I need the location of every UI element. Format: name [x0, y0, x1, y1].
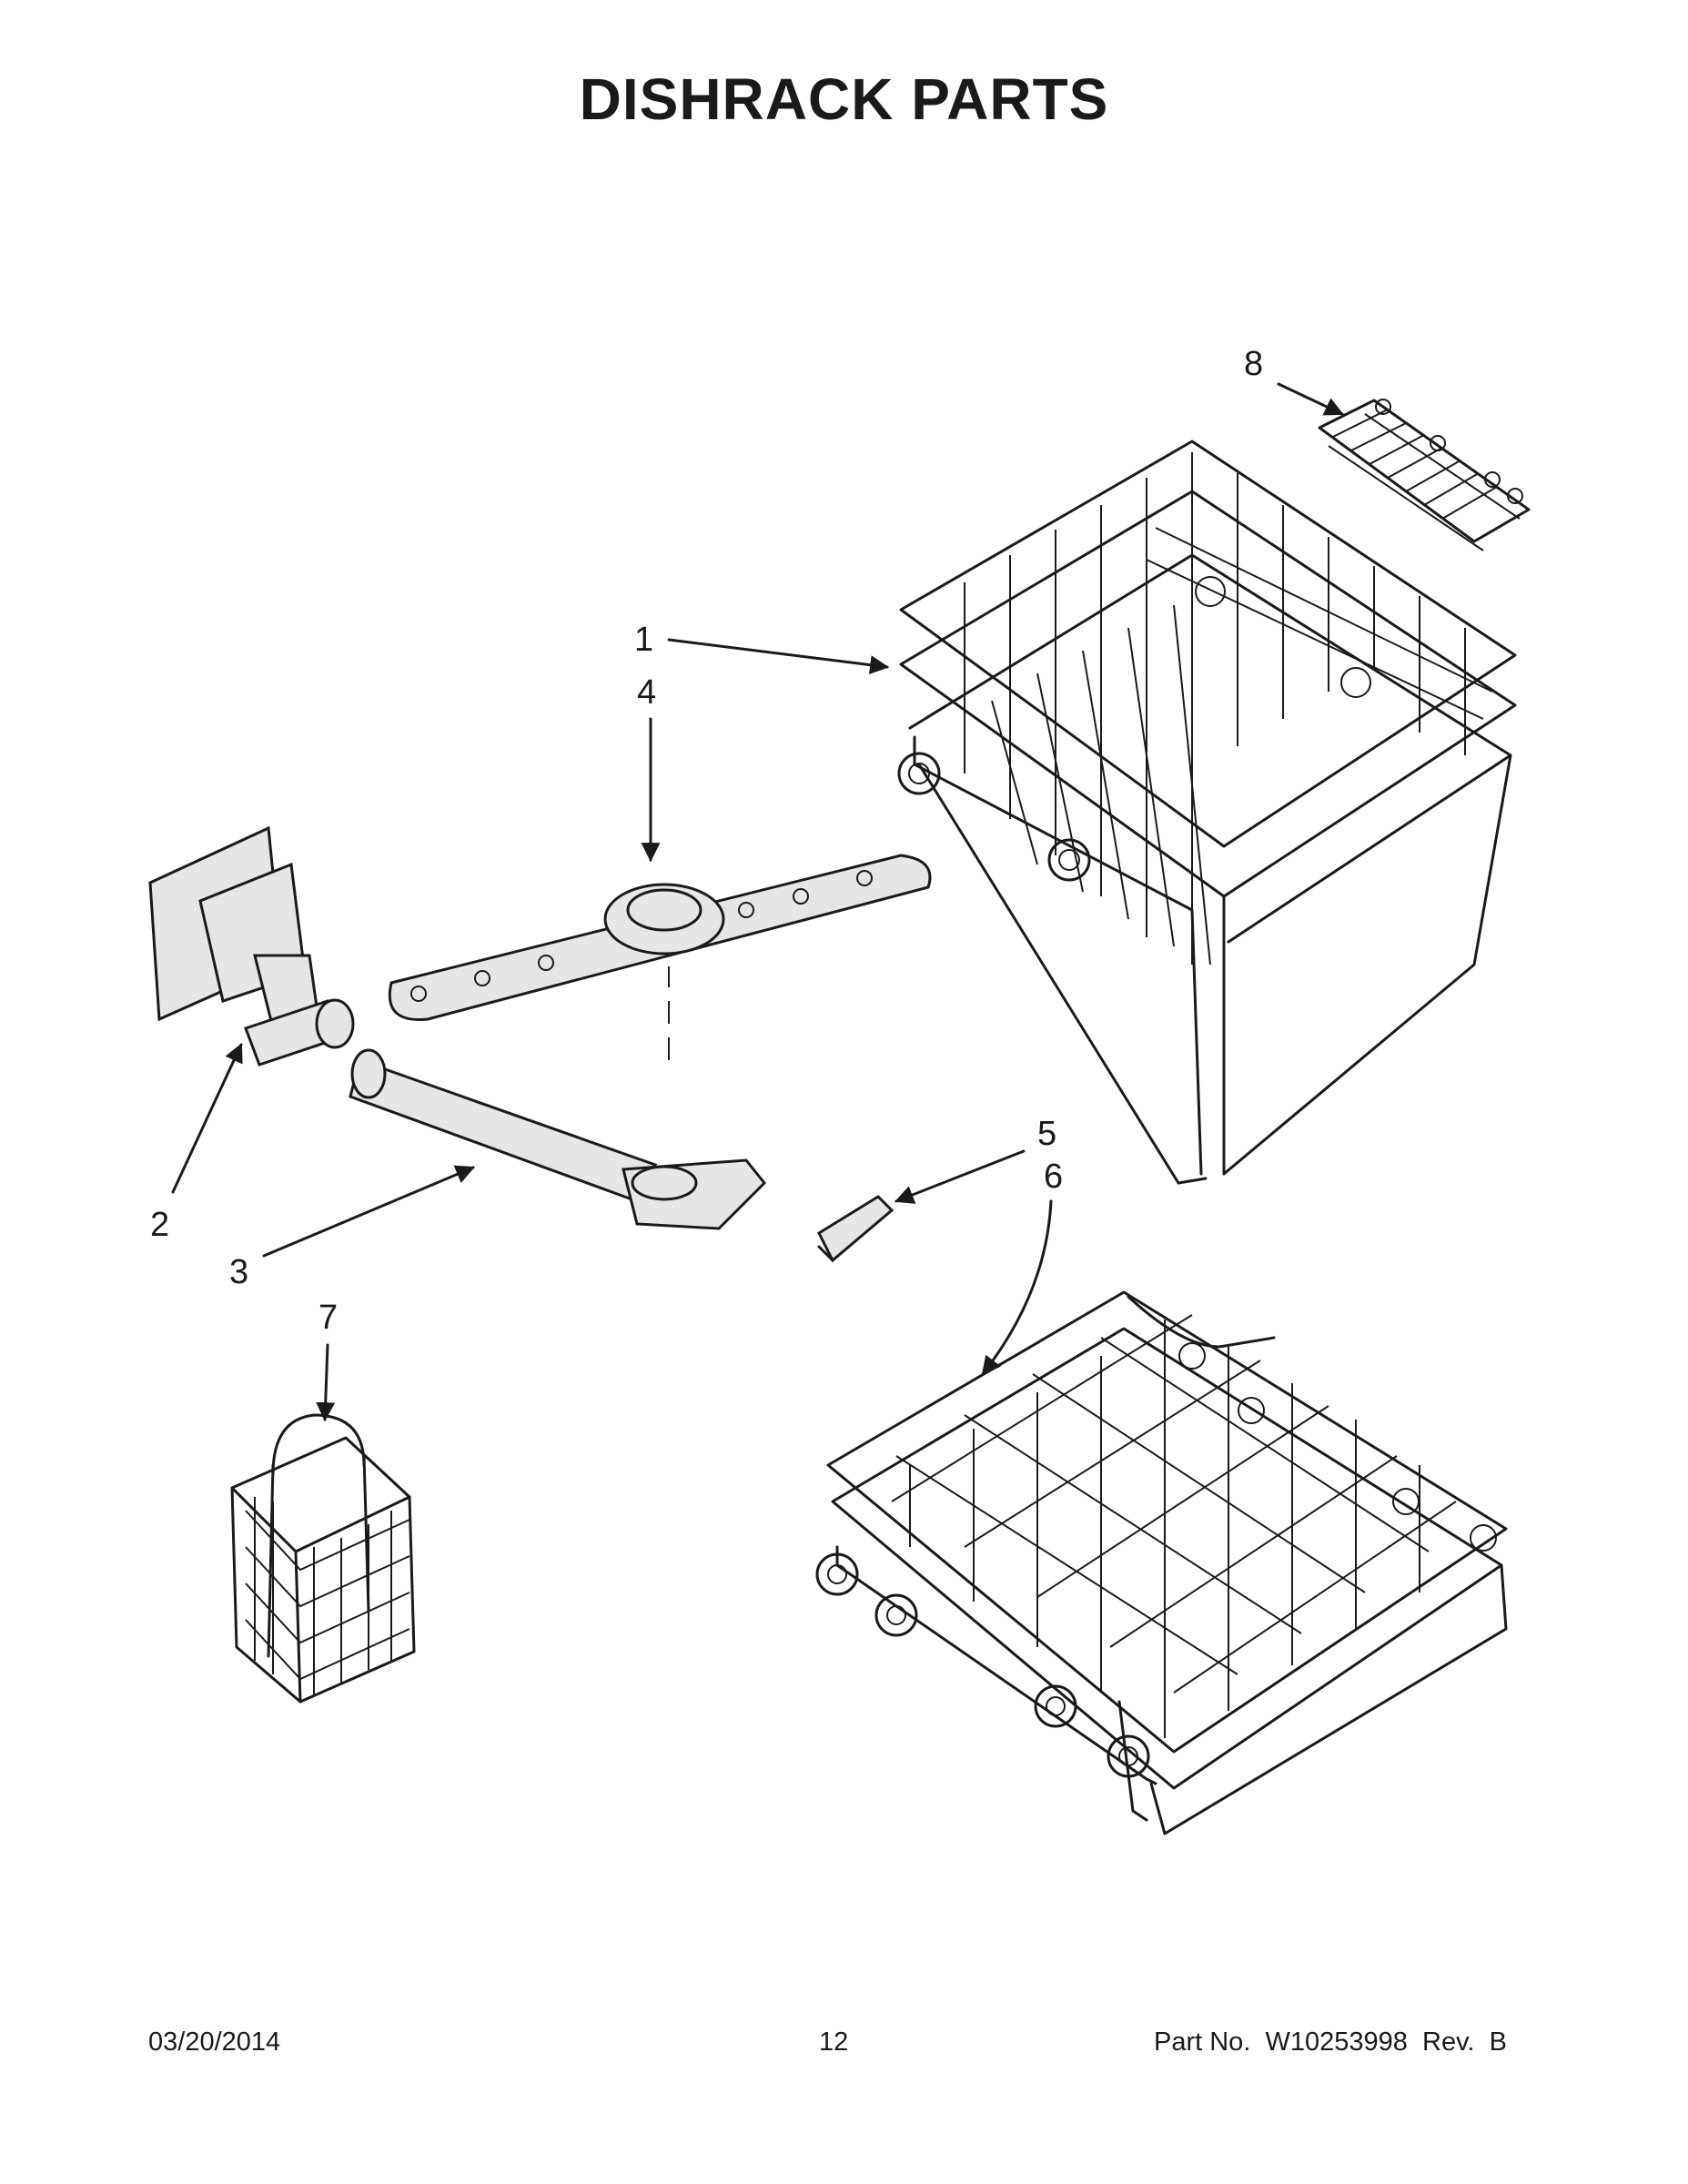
upper-dishrack-part	[897, 440, 1517, 1185]
water-supply-tube-part	[349, 1048, 767, 1230]
silverware-basket-part	[230, 1413, 416, 1704]
footer-date: 03/20/2014	[148, 2027, 281, 2057]
callout-5: 5	[1037, 1115, 1056, 1153]
leader-line-2	[171, 1043, 243, 1194]
footer-page-number: 12	[819, 2027, 849, 2057]
leader-line-8	[1277, 382, 1344, 416]
rack-bumper-part	[817, 1195, 895, 1263]
callout-3: 3	[229, 1253, 248, 1291]
page-title: DISHRACK PARTS	[579, 66, 1109, 132]
leader-line-6	[981, 1199, 1053, 1376]
callout-6: 6	[1044, 1158, 1063, 1196]
cup-shelf-part	[1318, 399, 1531, 551]
leader-line-1	[667, 638, 890, 675]
upper-spray-arm-part	[388, 854, 932, 1060]
callout-leaders	[171, 382, 1344, 1422]
leader-line-3	[262, 1165, 475, 1258]
lower-dishrack-part	[815, 1290, 1508, 1835]
callout-7: 7	[318, 1299, 338, 1337]
callout-2: 2	[150, 1206, 169, 1244]
footer-part-number: Part No. W10253998 Rev. B	[1154, 2027, 1507, 2057]
callout-8: 8	[1244, 345, 1263, 383]
callout-1: 1	[634, 621, 653, 659]
leader-line-5	[895, 1149, 1026, 1204]
water-inlet-manifold-part	[148, 825, 355, 1067]
leader-line-7	[316, 1343, 336, 1422]
callout-4: 4	[637, 673, 656, 712]
callout-labels: 1 4 2 3 5 6 7 8	[150, 345, 1263, 1337]
